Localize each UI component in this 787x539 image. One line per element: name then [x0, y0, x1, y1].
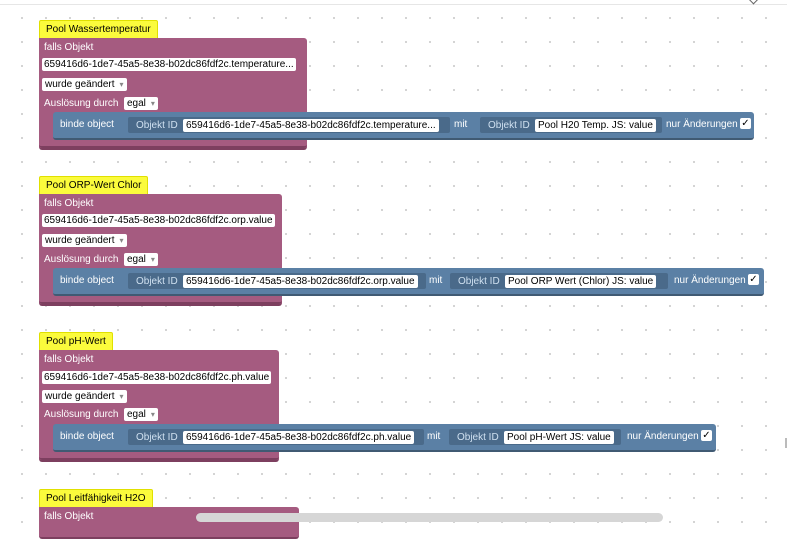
object-id-field[interactable]: 659416d6-1de7-45a5-8e38-b02dc86fdf2c.tem…	[42, 58, 296, 71]
mit-label: mit	[454, 119, 468, 130]
falls-objekt-label: falls Objekt	[44, 511, 94, 522]
falls-objekt-label: falls Objekt	[44, 354, 94, 365]
objekt-id-label: Objekt ID	[136, 432, 178, 443]
bind-object-block[interactable]: binde object Objekt ID 659416d6-1de7-45a…	[53, 424, 716, 452]
target-object-id-block[interactable]: Objekt ID Pool H20 Temp. JS: value	[480, 117, 662, 133]
target-object-id-block[interactable]: Objekt ID Pool ORP Wert (Chlor) JS: valu…	[450, 273, 668, 289]
change-type-dropdown[interactable]: wurde geändert	[42, 78, 127, 91]
trigger-footer	[39, 140, 307, 148]
objekt-id-label: Objekt ID	[488, 120, 530, 131]
block-comment[interactable]: Pool pH-Wert	[39, 332, 113, 352]
object-id-field[interactable]: 659416d6-1de7-45a5-8e38-b02dc86fdf2c.ph.…	[42, 371, 272, 384]
trigger-by-dropdown[interactable]: egal	[124, 97, 158, 110]
only-changes-checkbox[interactable]: ✓	[740, 118, 751, 129]
source-object-value[interactable]: 659416d6-1de7-45a5-8e38-b02dc86fdf2c.ph.…	[183, 431, 415, 444]
target-object-value[interactable]: Pool H20 Temp. JS: value	[535, 119, 656, 132]
source-object-value[interactable]: 659416d6-1de7-45a5-8e38-b02dc86fdf2c.tem…	[183, 119, 439, 132]
target-object-id-block[interactable]: Objekt ID Pool pH-Wert JS: value	[449, 429, 621, 445]
bind-object-label: binde object	[60, 275, 114, 286]
only-changes-checkbox[interactable]: ✓	[701, 430, 712, 441]
trigger-by-label: Auslösung durch	[44, 254, 119, 265]
trigger-by-dropdown[interactable]: egal	[124, 253, 158, 266]
falls-objekt-label: falls Objekt	[44, 198, 94, 209]
trigger-by-dropdown[interactable]: egal	[124, 408, 158, 421]
horizontal-scrollbar[interactable]	[196, 513, 663, 522]
objekt-id-label: Objekt ID	[457, 432, 499, 443]
target-object-value[interactable]: Pool pH-Wert JS: value	[504, 431, 614, 444]
trigger-body[interactable]: falls Objekt	[39, 507, 299, 539]
scroll-edge-marker	[785, 438, 787, 448]
bind-object-block[interactable]: binde object Objekt ID 659416d6-1de7-45a…	[53, 268, 764, 296]
falls-objekt-label: falls Objekt	[44, 42, 94, 53]
mit-label: mit	[427, 431, 441, 442]
source-object-id-block[interactable]: Objekt ID 659416d6-1de7-45a5-8e38-b02dc8…	[128, 117, 450, 133]
source-object-id-block[interactable]: Objekt ID 659416d6-1de7-45a5-8e38-b02dc8…	[128, 273, 426, 289]
objekt-id-label: Objekt ID	[136, 276, 178, 287]
block-comment[interactable]: Pool Wassertemperatur	[39, 20, 158, 40]
only-changes-checkbox[interactable]: ✓	[748, 274, 759, 285]
trigger-by-label: Auslösung durch	[44, 409, 119, 420]
mit-label: mit	[429, 275, 443, 286]
trigger-footer	[39, 296, 282, 304]
trigger-by-label: Auslösung durch	[44, 98, 119, 109]
objekt-id-label: Objekt ID	[136, 120, 178, 131]
top-divider	[0, 4, 787, 5]
block-comment[interactable]: Pool ORP-Wert Chlor	[39, 176, 149, 196]
objekt-id-label: Objekt ID	[458, 276, 500, 287]
bind-object-block[interactable]: binde object Objekt ID 659416d6-1de7-45a…	[53, 112, 754, 140]
trigger-footer	[39, 452, 279, 460]
only-changes-label: nur Änderungen	[674, 275, 746, 286]
change-type-dropdown[interactable]: wurde geändert	[42, 234, 127, 247]
change-type-dropdown[interactable]: wurde geändert	[42, 390, 127, 403]
object-id-field[interactable]: 659416d6-1de7-45a5-8e38-b02dc86fdf2c.orp…	[42, 214, 275, 227]
bind-object-label: binde object	[60, 119, 114, 130]
block-comment[interactable]: Pool Leitfähigkeit H2O	[39, 489, 153, 509]
source-object-value[interactable]: 659416d6-1de7-45a5-8e38-b02dc86fdf2c.orp…	[183, 275, 418, 288]
target-object-value[interactable]: Pool ORP Wert (Chlor) JS: value	[505, 275, 657, 288]
only-changes-label: nur Änderungen	[666, 119, 738, 130]
only-changes-label: nur Änderungen	[627, 431, 699, 442]
bind-object-label: binde object	[60, 431, 114, 442]
source-object-id-block[interactable]: Objekt ID 659416d6-1de7-45a5-8e38-b02dc8…	[128, 429, 424, 445]
